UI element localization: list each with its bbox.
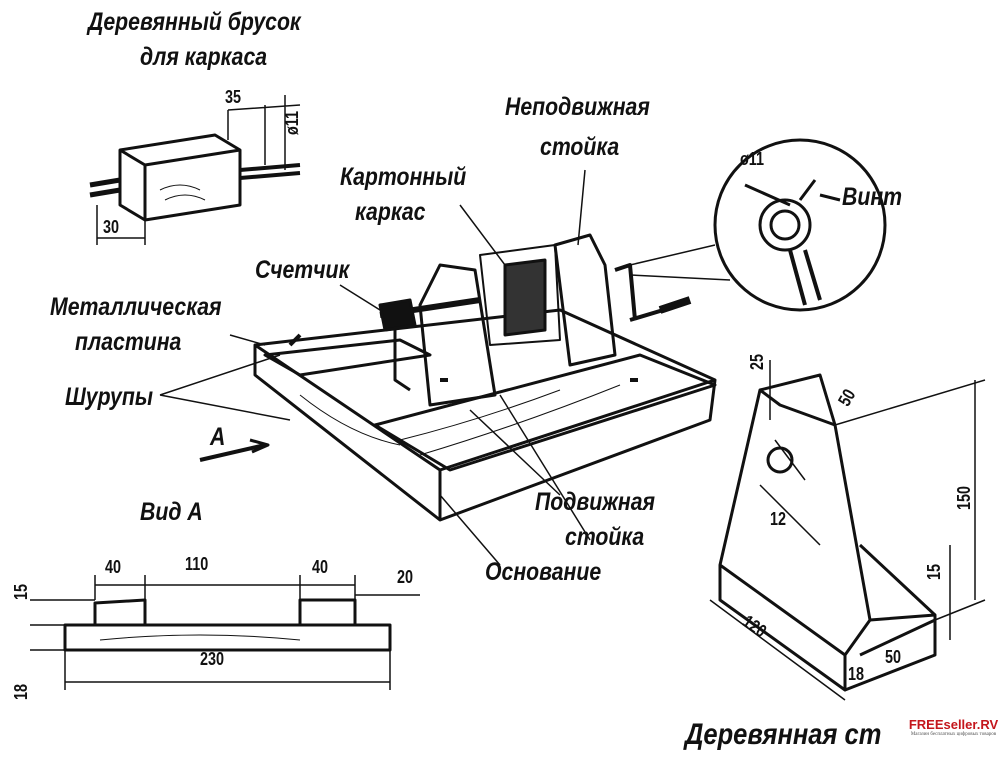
label-view-a: Вид А [140,498,203,526]
label-movable-post-2: стойка [565,523,645,551]
label-wooden-bar: Деревянный брусок [88,8,301,36]
dim-post-150: 150 [954,485,974,510]
dim-post-15: 15 [924,563,944,580]
label-metal-plate: Металлическая [50,293,222,321]
label-wooden-post: Деревянная ст [685,718,882,751]
dim-view-110: 110 [185,554,209,574]
label-counter: Счетчик [255,256,350,284]
view-a-drawing [30,575,420,690]
dim-post-12: 12 [770,509,787,529]
watermark-tagline: Магазин бесплатных цифровых товаров [910,732,997,737]
label-screw: Винт [842,183,903,211]
label-fixed-post: Неподвижная [505,93,650,121]
dim-view-40b: 40 [312,557,329,577]
dim-bar-30: 30 [103,217,120,237]
dim-view-230: 230 [200,649,225,669]
label-screws: Шурупы [65,383,154,411]
label-base: Основание [485,558,602,586]
dim-view-40a: 40 [105,557,122,577]
label-fixed-post-2: стойка [540,133,620,161]
watermark-brand: FREEseller.RV [908,717,999,732]
wooden-post-drawing [709,360,986,701]
wooden-bar-drawing [89,95,301,245]
dim-view-15: 15 [11,583,31,600]
dim-view-18: 18 [11,683,31,700]
label-plate: пластина [75,328,182,356]
watermark: FREEseller.RV Магазин бесплатных цифровы… [905,717,1002,757]
label-arrow-a: А [210,423,226,451]
dim-post-25: 25 [747,353,767,370]
dim-detail-d11: ø11 [740,149,765,169]
winding-machine-drawing [159,169,717,566]
dim-post-50: 50 [885,647,902,667]
dim-post-18: 18 [848,664,865,684]
dim-bar-35: 35 [225,87,242,107]
label-cardboard: Картонный [340,163,467,191]
dim-view-20: 20 [397,567,414,587]
label-frame: каркас [355,198,426,226]
screw-detail-drawing [629,138,887,312]
dim-bar-d11: ø11 [282,110,302,135]
label-movable-post: Подвижная [535,488,656,516]
label-for-frame: для каркаса [140,43,268,71]
